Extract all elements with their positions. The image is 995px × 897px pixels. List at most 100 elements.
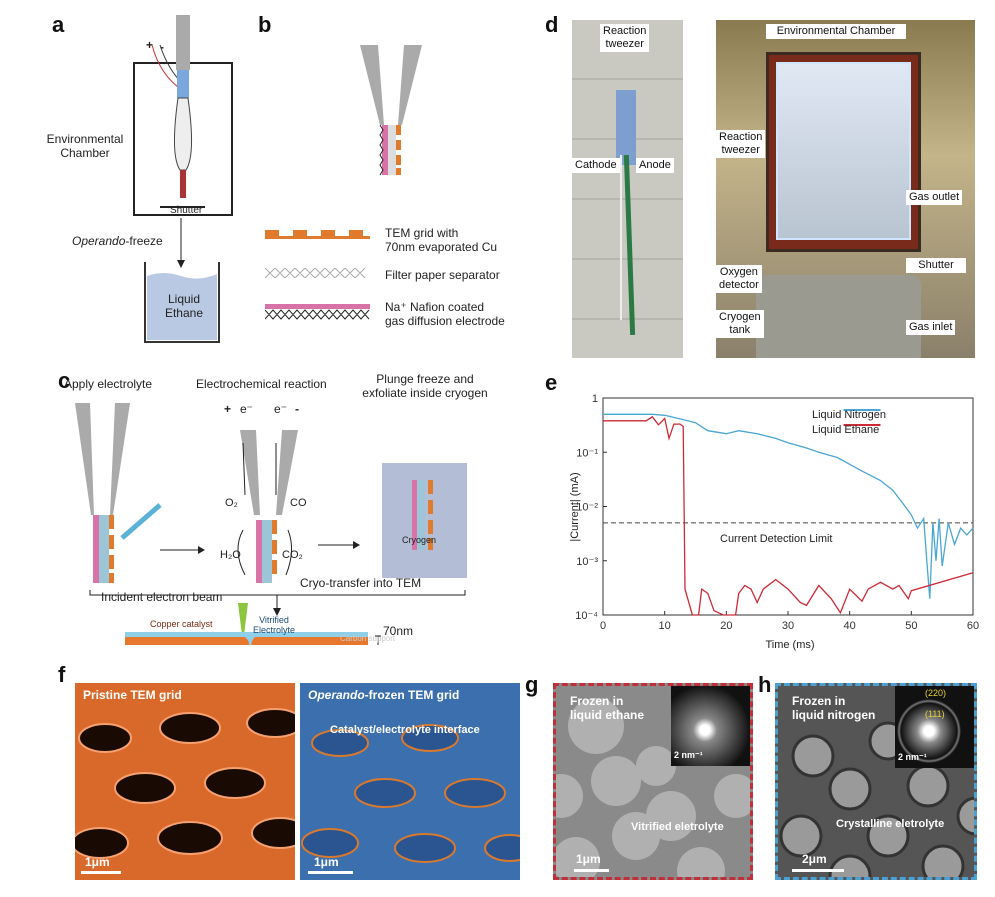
copper-catalyst-label: Copper catalyst <box>150 619 213 629</box>
x-tick-label: 0 <box>600 620 606 632</box>
crystalline-annotation: Crystalline eletrolyte <box>836 818 945 830</box>
photo-tag-environmental-chamber: Environmental Chamber <box>766 24 906 39</box>
legend-ethane: Liquid Ethane <box>812 424 880 436</box>
scale-bar <box>308 871 353 874</box>
nitrogen-title: Frozen in liquid nitrogen <box>792 694 876 722</box>
plus-sign-c: + <box>224 402 232 416</box>
ring-111-label: (111) <box>925 709 945 719</box>
ethane-title: Frozen in liquid ethane <box>570 694 645 722</box>
x-tick-label: 40 <box>844 620 856 632</box>
pristine-grid-title: Pristine TEM grid <box>83 688 182 702</box>
interface-annotation: Catalyst/electrolyte interface <box>330 724 480 736</box>
step-apply-electrolyte: Apply electrolyte <box>64 377 153 391</box>
thickness-label: 70nm <box>383 624 414 638</box>
vitrified-annotation: Vitrified eletrolyte <box>631 821 724 833</box>
operando-grid-image: Operando-frozen TEM grid Catalyst/electr… <box>300 683 520 880</box>
inset-scale: 2 nm⁻¹ <box>674 750 703 760</box>
workflow-diagram <box>75 403 467 645</box>
co2-label: CO₂ <box>282 549 303 561</box>
panel-label-b: b <box>258 12 272 37</box>
legend-nitrogen: Liquid Nitrogen <box>812 409 886 421</box>
scale-bar <box>792 869 844 872</box>
shutter-label: Shutter <box>170 205 203 216</box>
x-tick-label: 60 <box>967 620 979 632</box>
x-tick-label: 10 <box>659 620 671 632</box>
legend-filter-paper: Filter paper separator <box>385 268 500 282</box>
down-arrow-icon <box>177 218 185 268</box>
operando-freeze-label: Operando-freeze <box>72 234 163 248</box>
scale-label: 1μm <box>576 852 601 866</box>
panel-label-h: h <box>758 672 772 697</box>
photo-tag-cryogen-tank: Cryogen tank <box>716 310 764 338</box>
ethane-frozen-image: 2 nm⁻¹ Frozen in liquid ethane Vitrified… <box>553 683 753 880</box>
legend-nafion-electrode: Na⁺ Nafion coated gas diffusion electrod… <box>385 300 505 328</box>
minus-sign: - <box>160 40 164 54</box>
panel-label-f: f <box>58 662 66 687</box>
ring-220-label: (220) <box>925 688 947 698</box>
y-axis-label: |Current| (mA) <box>569 472 581 542</box>
electron-label-2: e⁻ <box>274 402 288 416</box>
operando-grid-title: Operando-frozen TEM grid <box>308 688 460 702</box>
co-label: CO <box>290 497 307 509</box>
y-tick-label: 1 <box>592 393 598 405</box>
legend-tem-grid: TEM grid with 70nm evaporated Cu <box>385 226 498 254</box>
photo-tag-oxygen-detector: Oxygen detector <box>716 265 762 293</box>
series-line-nitrogen <box>603 413 974 599</box>
y-tick-label: 10⁻² <box>576 502 598 514</box>
photo-tag-gas-outlet: Gas outlet <box>906 190 963 205</box>
scale-label: 1μm <box>314 855 339 869</box>
x-tick-label: 50 <box>905 620 917 632</box>
tweezer-drawing <box>151 15 205 208</box>
photo-tag-reaction-tweezer: Reaction tweezer <box>600 24 650 52</box>
photo-tag-reaction-tweezer-2: Reaction tweezer <box>716 130 766 158</box>
y-tick-label: 10⁻⁴ <box>575 610 598 622</box>
x-tick-label: 30 <box>782 620 794 632</box>
panel-label-a: a <box>52 12 65 37</box>
cryogen-label: Cryogen <box>402 535 437 545</box>
panel-label-g: g <box>525 672 539 697</box>
y-tick-label: 10⁻¹ <box>576 447 598 459</box>
plus-sign: + <box>146 38 154 52</box>
scale-label: 2μm <box>802 852 827 866</box>
diffraction-inset <box>895 686 974 768</box>
filter-paper-legend-icon <box>265 268 366 278</box>
current-decay-chart: 0 10 20 30 40 50 60 1 10⁻¹ 10⁻² 10⁻³ 10⁻⁴ <box>575 393 979 632</box>
inset-scale: 2 nm⁻¹ <box>898 752 927 762</box>
step-electrochemical-reaction: Electrochemical reaction <box>196 377 327 391</box>
tem-grid-legend-icon <box>265 230 370 239</box>
tweezer-photo: Reaction tweezer Cathode Anode <box>572 20 683 358</box>
electron-beam-label: Incident electron beam <box>101 590 223 604</box>
carbon-support-label: Carbon support <box>340 634 396 643</box>
y-tick-label: 10⁻³ <box>576 556 598 568</box>
photo-tag-gas-inlet: Gas inlet <box>906 320 956 335</box>
nitrogen-frozen-image: (220) (111) 2 nm⁻¹ Frozen in liquid nitr… <box>775 683 977 880</box>
scale-bar <box>574 869 609 872</box>
pristine-grid-image: Pristine TEM grid 1μm <box>75 683 295 880</box>
liquid-ethane-label: Liquid Ethane <box>164 292 204 320</box>
panel-label-e: e <box>545 370 558 395</box>
scale-label: 1μm <box>85 855 110 869</box>
photo-tag-cathode: Cathode <box>572 158 620 173</box>
plot-frame <box>602 397 974 616</box>
panel-label-d: d <box>545 12 559 37</box>
minus-sign-c: - <box>295 402 299 416</box>
chamber-photo: Environmental Chamber Reaction tweezer G… <box>716 20 975 358</box>
photo-tag-anode: Anode <box>636 158 674 173</box>
chamber-label: Environmental Chamber <box>46 132 124 160</box>
nafion-electrode-legend-icon <box>265 304 370 320</box>
electrode-stack-drawing <box>360 45 422 176</box>
beaker <box>144 262 220 343</box>
diffraction-inset <box>671 686 750 766</box>
electron-label-1: e⁻ <box>240 402 254 416</box>
x-tick-label: 20 <box>720 620 732 632</box>
cryo-transfer-label: Cryo-transfer into TEM <box>300 576 422 590</box>
scale-bar <box>81 871 121 874</box>
vitrified-electrolyte-label: Vitrified Electrolyte <box>252 615 296 635</box>
photo-tag-shutter: Shutter <box>906 258 966 273</box>
panel-label-c: c <box>58 368 71 393</box>
o2-label: O₂ <box>225 497 238 509</box>
step-plunge-freeze: Plunge freeze and exfoliate inside cryog… <box>362 372 488 400</box>
h2o-label: H₂O <box>220 549 241 561</box>
x-axis-label: Time (ms) <box>765 639 815 651</box>
detection-limit-label: Current Detection Limit <box>720 533 833 545</box>
